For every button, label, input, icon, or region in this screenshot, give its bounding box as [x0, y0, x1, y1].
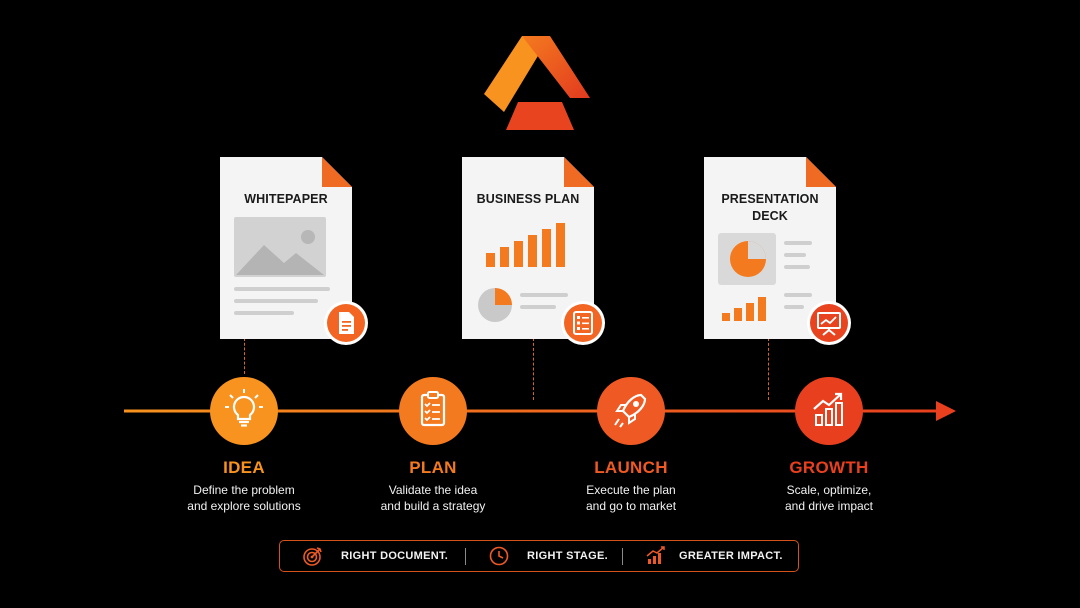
- clipboard-checklist-icon: [420, 391, 446, 427]
- clock-icon: [489, 546, 509, 566]
- lightbulb-icon: [225, 389, 263, 427]
- bar-chart-icon: [646, 546, 665, 564]
- doc-card-whitepaper: WHITEPAPER: [220, 157, 368, 345]
- footer-banner: RIGHT DOCUMENT. RIGHT STAGE. GREATER IMP…: [279, 540, 799, 572]
- footer-label-greater-impact: GREATER IMPACT.: [679, 550, 783, 562]
- stage-description-growth: Scale, optimize, and drive impact: [784, 483, 874, 513]
- stage-node-launch: [597, 377, 665, 445]
- stage-node-plan: [399, 377, 467, 445]
- connector-whitepaper: [244, 338, 245, 374]
- doc-card-business-plan: BUSINESS PLAN: [462, 157, 605, 345]
- rocket-icon: [614, 393, 647, 428]
- target-icon: [303, 547, 322, 566]
- doc-title-whitepaper: WHITEPAPER: [244, 192, 328, 206]
- presentation-board-icon: [806, 300, 851, 345]
- stage-title-growth: GROWTH: [789, 458, 869, 477]
- document-sheet: [462, 157, 594, 339]
- doc-card-presentation-deck: PRESENTATION DECK: [704, 157, 851, 345]
- footer-label-right-stage: RIGHT STAGE.: [527, 550, 609, 562]
- footer-divider: [465, 548, 466, 565]
- stage-description-launch: Execute the plan and go to market: [585, 483, 677, 513]
- stage-title-launch: LAUNCH: [594, 458, 668, 477]
- stage-node-idea: [210, 377, 278, 445]
- document-sheet: [704, 157, 836, 339]
- stage-description-plan: Validate the idea and build a strategy: [380, 483, 486, 513]
- stage-title-idea: IDEA: [223, 458, 265, 477]
- footer-item-right-document: RIGHT DOCUMENT.: [302, 541, 448, 571]
- connector-business-plan: [533, 338, 534, 400]
- timeline-arrow: [124, 401, 956, 421]
- document-sheet: [220, 157, 352, 339]
- footer-item-greater-impact: GREATER IMPACT.: [645, 541, 783, 571]
- brand-logo: [484, 36, 590, 130]
- doc-title-presentation-deck: PRESENTATION DECK: [721, 192, 819, 223]
- stage-description-idea: Define the problem and explore solutions: [187, 483, 301, 513]
- footer-label-right-document: RIGHT DOCUMENT.: [341, 550, 449, 562]
- document-icon: [323, 300, 368, 345]
- connector-presentation-deck: [768, 338, 769, 400]
- stage-node-growth: [795, 377, 863, 445]
- checklist-icon: [560, 300, 605, 345]
- growth-chart-icon: [813, 392, 843, 426]
- stage-title-plan: PLAN: [409, 458, 457, 477]
- footer-divider: [622, 548, 623, 565]
- footer-item-right-stage: RIGHT STAGE.: [488, 541, 608, 571]
- doc-title-business-plan: BUSINESS PLAN: [476, 192, 580, 206]
